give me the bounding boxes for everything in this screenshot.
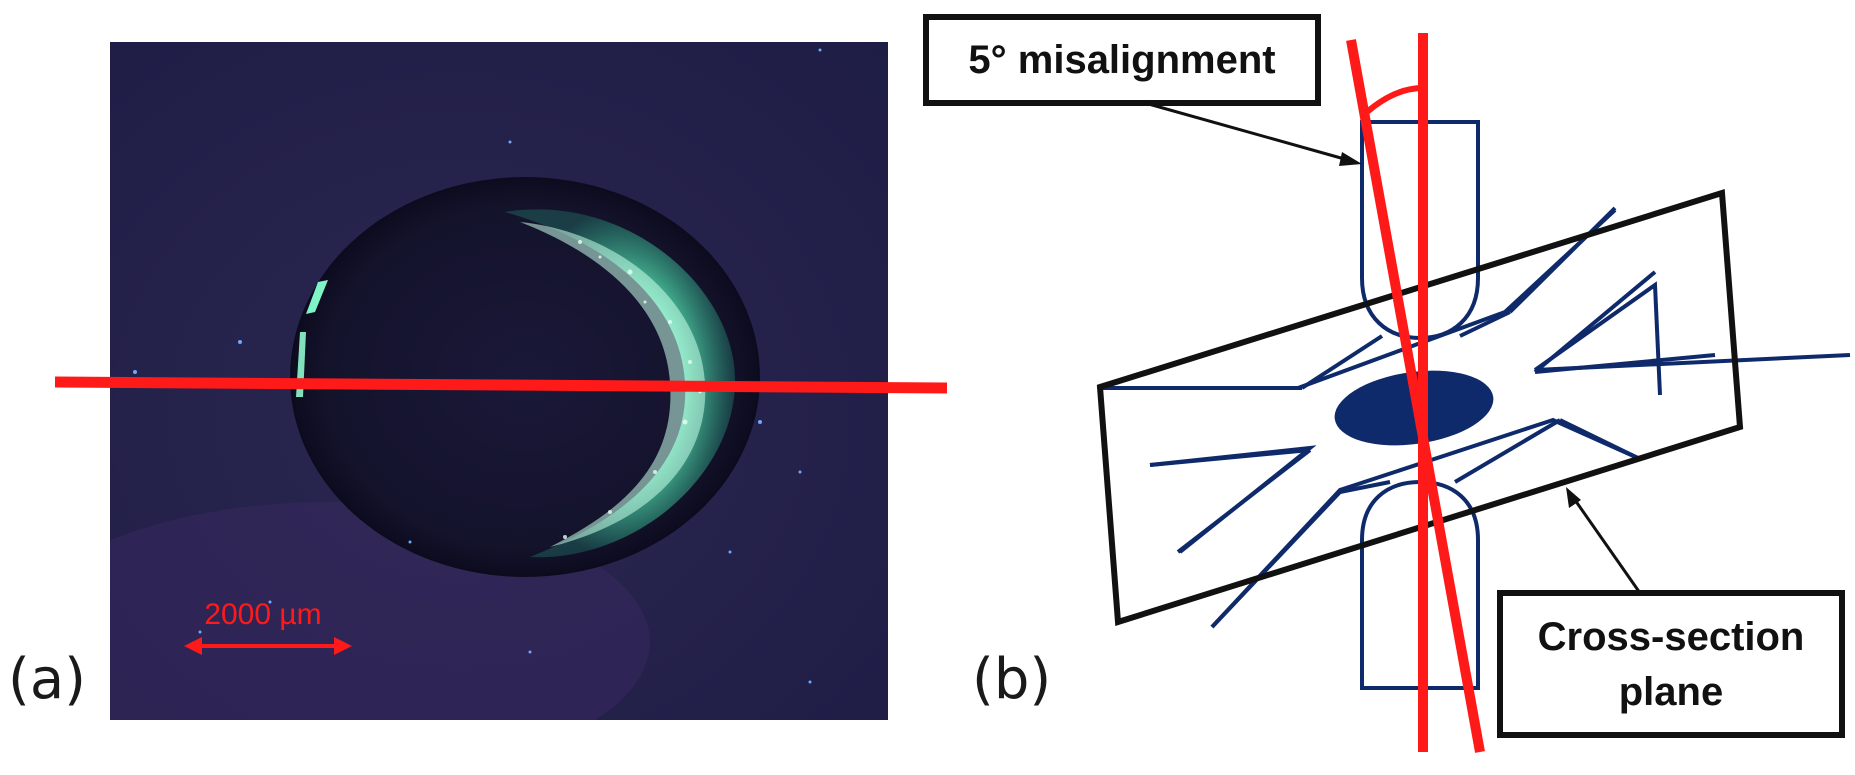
panel-a-cut-line [54, 376, 948, 394]
callout-bottom-text-line1: Cross-section [1538, 615, 1805, 659]
callout-top-text: 5° misalignment [968, 38, 1275, 82]
cross-section-plane [1096, 189, 1744, 626]
scale-bar-arrow [184, 637, 352, 655]
specimen-photo-drawing: 2000 µm [110, 42, 888, 720]
misalignment-angle-arc [1365, 85, 1424, 115]
callout-top-box [923, 14, 1321, 106]
left-streak-upper [306, 280, 328, 314]
scale-bar-label: 2000 µm [204, 598, 321, 631]
misaligned-cut-line [1346, 39, 1485, 753]
callout-bottom-box [1497, 590, 1845, 738]
specimen-photo: 2000 µm [110, 42, 888, 720]
callout-bottom-text-line2: plane [1619, 670, 1723, 714]
callout-top-arrow [1144, 101, 1362, 166]
panel-a-label: (a) [8, 647, 87, 712]
callout-bottom-arrow [1566, 487, 1642, 594]
panel-b-label: (b) [972, 647, 1052, 712]
